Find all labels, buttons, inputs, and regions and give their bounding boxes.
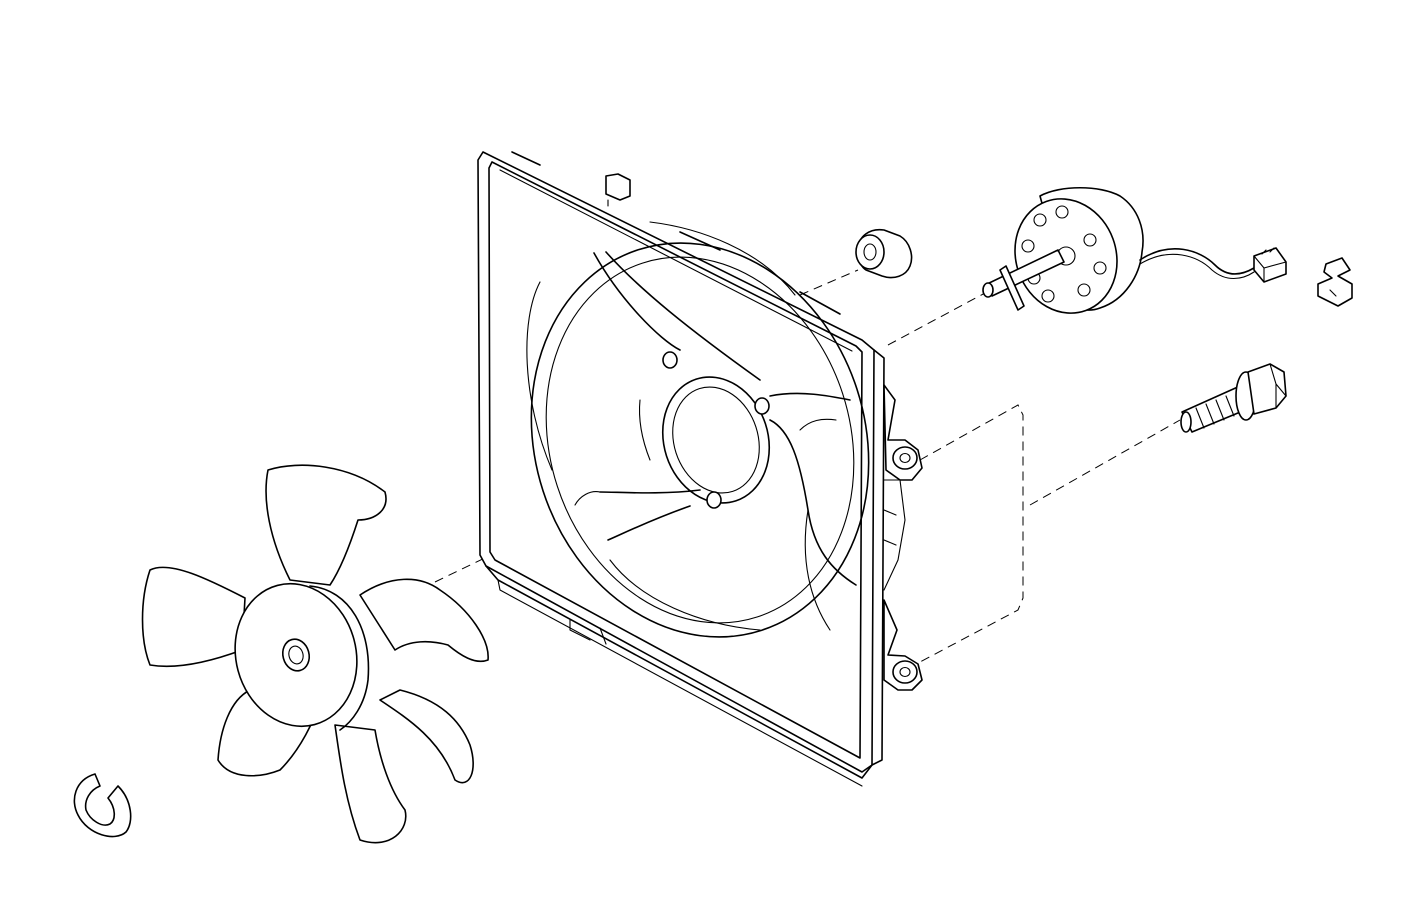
retaining-clip: [73, 773, 132, 838]
nut: [855, 228, 913, 279]
bolt: [1180, 363, 1287, 433]
fan-blade: [141, 464, 489, 844]
fan-shroud: [477, 151, 923, 787]
fan-motor: [982, 186, 1255, 314]
clip: [1317, 257, 1353, 307]
motor-connector: [1253, 247, 1287, 283]
